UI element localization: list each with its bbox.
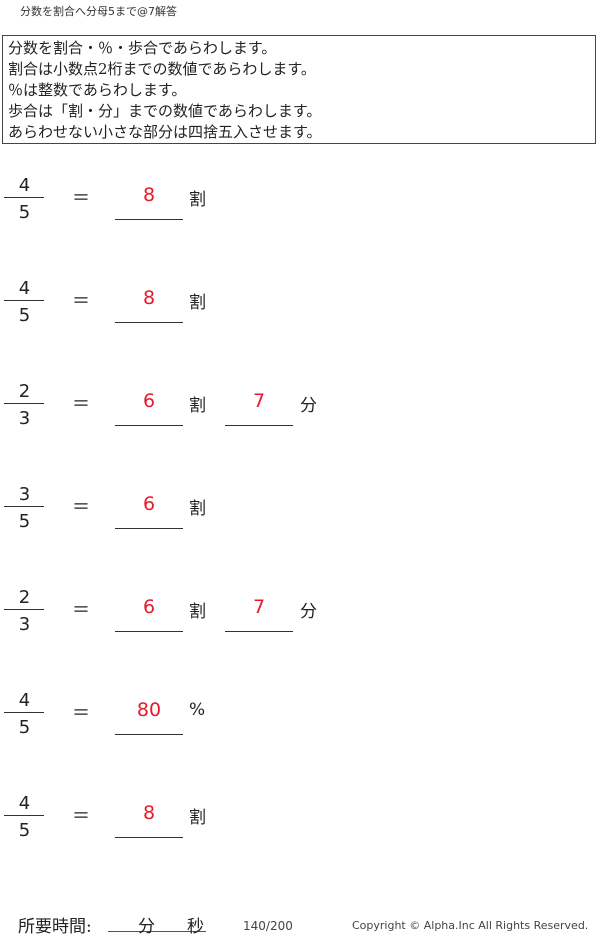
answer-1: 8	[142, 184, 156, 206]
answer-underline	[115, 734, 183, 735]
equals-sign: ＝	[72, 188, 90, 209]
denominator: 5	[18, 202, 31, 223]
instructions-box: 分数を割合・％・歩合であらわします。 割合は小数点2桁までの数値であらわします。…	[2, 35, 596, 144]
minutes-label: 分	[138, 917, 155, 937]
unit-2: 分	[300, 602, 317, 622]
answer-underline	[115, 837, 183, 838]
answer-underline	[115, 631, 183, 632]
denominator: 5	[18, 511, 31, 532]
numerator: 4	[18, 175, 31, 196]
denominator: 3	[18, 614, 31, 635]
fraction-bar	[4, 300, 44, 301]
problem-row: 4 5 ＝ 8 割	[0, 793, 600, 873]
answer-underline	[115, 425, 183, 426]
denominator: 5	[18, 820, 31, 841]
fraction-bar	[4, 506, 44, 507]
equals-sign: ＝	[72, 806, 90, 827]
unit-2: 分	[300, 396, 317, 416]
fraction-bar	[4, 403, 44, 404]
answer-underline	[115, 528, 183, 529]
answer-1: 8	[142, 287, 156, 309]
numerator: 4	[18, 690, 31, 711]
instruction-line: 歩合は「割・分」までの数値であらわします。	[8, 102, 322, 120]
numerator: 4	[18, 278, 31, 299]
time-underline	[108, 931, 206, 932]
numerator: 2	[18, 587, 31, 608]
worksheet-title: 分数を割合へ分母5まで@7解答	[20, 5, 177, 18]
problem-row: 3 5 ＝ 6 割	[0, 484, 600, 564]
unit-1: 割	[189, 602, 206, 622]
denominator: 5	[18, 305, 31, 326]
problem-row: 4 5 ＝ 8 割	[0, 278, 600, 358]
answer-2: 7	[252, 390, 266, 412]
fraction-bar	[4, 609, 44, 610]
answer-underline	[225, 631, 293, 632]
numerator: 4	[18, 793, 31, 814]
fraction-bar	[4, 815, 44, 816]
instruction-line: 割合は小数点2桁までの数値であらわします。	[8, 60, 316, 78]
problem-row: 4 5 ＝ 80 %	[0, 690, 600, 770]
answer-underline	[225, 425, 293, 426]
problem-row: 2 3 ＝ 6 割 7 分	[0, 587, 600, 667]
equals-sign: ＝	[72, 497, 90, 518]
instruction-line: あらわせない小さな部分は四捨五入させます。	[8, 123, 322, 141]
answer-1: 6	[142, 493, 156, 515]
page-number: 140/200	[243, 919, 293, 933]
unit-1: 割	[189, 396, 206, 416]
answer-1: 6	[142, 596, 156, 618]
answer-2: 7	[252, 596, 266, 618]
instruction-line: 分数を割合・％・歩合であらわします。	[8, 39, 277, 57]
equals-sign: ＝	[72, 394, 90, 415]
unit-1: %	[189, 700, 206, 720]
answer-underline	[115, 219, 183, 220]
equals-sign: ＝	[72, 291, 90, 312]
copyright: Copyright © Alpha.Inc All Rights Reserve…	[352, 919, 589, 932]
unit-1: 割	[189, 190, 206, 210]
time-label: 所要時間:	[18, 917, 92, 937]
equals-sign: ＝	[72, 600, 90, 621]
problem-row: 4 5 ＝ 8 割	[0, 175, 600, 255]
answer-1: 8	[142, 802, 156, 824]
unit-1: 割	[189, 499, 206, 519]
unit-1: 割	[189, 808, 206, 828]
denominator: 5	[18, 717, 31, 738]
answer-1: 80	[136, 699, 162, 721]
answer-1: 6	[142, 390, 156, 412]
numerator: 3	[18, 484, 31, 505]
unit-1: 割	[189, 293, 206, 313]
numerator: 2	[18, 381, 31, 402]
equals-sign: ＝	[72, 703, 90, 724]
fraction-bar	[4, 712, 44, 713]
answer-underline	[115, 322, 183, 323]
problem-row: 2 3 ＝ 6 割 7 分	[0, 381, 600, 461]
denominator: 3	[18, 408, 31, 429]
instruction-line: ％は整数であらわします。	[8, 81, 187, 99]
fraction-bar	[4, 197, 44, 198]
seconds-label: 秒	[187, 917, 204, 937]
